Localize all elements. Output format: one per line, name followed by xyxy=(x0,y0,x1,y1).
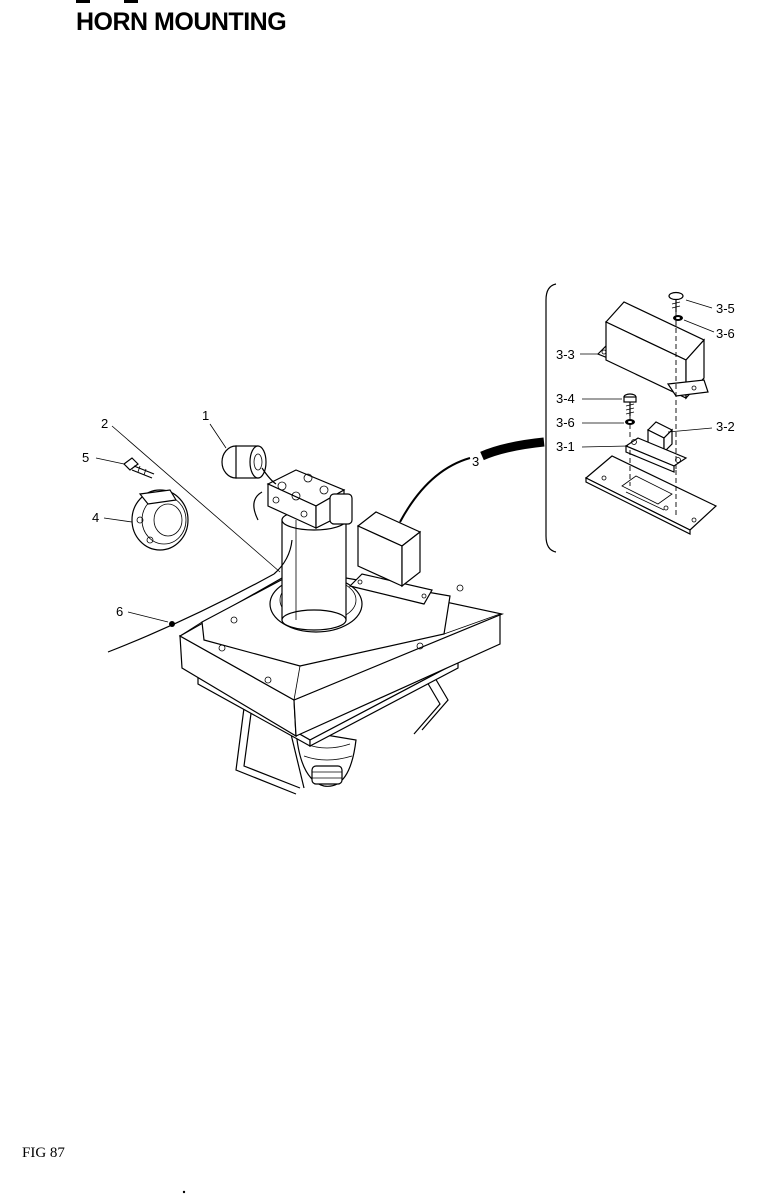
callout-3: 3 xyxy=(472,454,479,469)
horn-bolt-icon xyxy=(123,457,155,479)
relay-unit xyxy=(624,421,688,473)
cut-off-heading-fragment xyxy=(76,0,90,3)
detail-leader-thick xyxy=(480,437,545,461)
screw-icon xyxy=(668,291,684,312)
wire-harness xyxy=(107,539,293,653)
washer-icon xyxy=(673,315,683,321)
page-title: HORN MOUNTING xyxy=(76,8,287,36)
callout-3-4: 3-4 xyxy=(556,391,575,406)
cut-off-heading-fragment xyxy=(124,0,138,3)
horn-icon xyxy=(131,489,189,551)
callout-3-2: 3-2 xyxy=(716,419,735,434)
callout-3-3: 3-3 xyxy=(556,347,575,362)
stray-mark xyxy=(182,1190,186,1194)
callout-4: 4 xyxy=(92,510,99,525)
callout-3-5: 3-5 xyxy=(716,301,735,316)
washer-icon xyxy=(625,419,635,425)
detail-leader-line xyxy=(399,457,471,523)
callout-3-6-top: 3-6 xyxy=(716,326,735,341)
mounting-plate xyxy=(584,455,718,535)
callout-6: 6 xyxy=(116,604,123,619)
figure-number: FIG 87 xyxy=(22,1145,65,1161)
callout-5: 5 xyxy=(82,450,89,465)
callout-3-6-lower: 3-6 xyxy=(556,415,575,430)
callout-2: 2 xyxy=(101,416,108,431)
horn-switch-box xyxy=(348,511,433,605)
bolt-icon xyxy=(623,393,637,416)
steering-valve xyxy=(253,469,353,529)
callout-3-1: 3-1 xyxy=(556,439,575,454)
detail-bracket xyxy=(545,283,557,553)
relay-cover xyxy=(596,301,709,400)
horn-button-icon xyxy=(221,445,277,485)
callout-1: 1 xyxy=(202,408,209,423)
steering-column xyxy=(281,509,347,631)
